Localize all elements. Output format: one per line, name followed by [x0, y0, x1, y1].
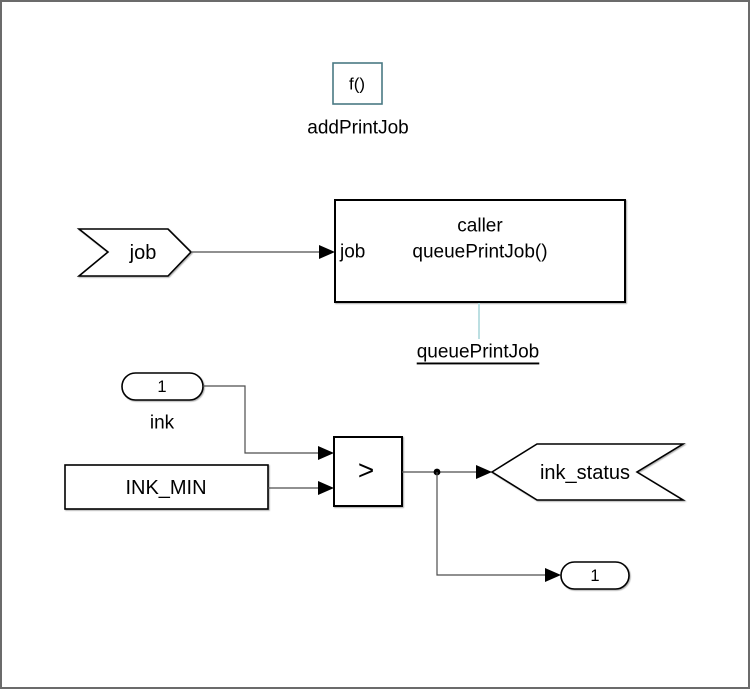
- outport-terminator-group: 1: [560, 561, 630, 590]
- function-icon-label: f(): [349, 75, 365, 94]
- arrowhead-icon: [476, 465, 492, 479]
- arrowhead-icon: [318, 481, 334, 495]
- output-port-ink-status[interactable]: [490, 443, 686, 501]
- relational-operator-group: >: [333, 436, 403, 507]
- function-element-group: f() addPrintJob: [307, 62, 409, 139]
- output-port-ink-status-label: ink_status: [540, 462, 630, 484]
- function-element-block[interactable]: [332, 62, 383, 105]
- queue-print-job-link[interactable]: queuePrintJob: [417, 342, 540, 363]
- outport-terminator-value: 1: [590, 567, 599, 585]
- inport-ink-name-label: ink: [150, 413, 175, 434]
- input-port-job[interactable]: [76, 228, 193, 277]
- relational-operator-symbol: >: [358, 455, 374, 486]
- output-port-ink-status-group: ink_status: [490, 443, 686, 501]
- input-port-job-label: job: [129, 242, 157, 264]
- constant-ink-min-group: INK_MIN: [64, 464, 269, 510]
- inport-ink-value: 1: [157, 378, 166, 396]
- signal-line-ink[interactable]: [203, 385, 320, 454]
- caller-group: caller queuePrintJob() job queuePrintJob: [334, 199, 626, 363]
- signal-line-branch[interactable]: [436, 472, 546, 576]
- input-port-job-group: job: [76, 228, 193, 277]
- relational-operator-block[interactable]: [333, 436, 403, 507]
- arrowhead-icon: [545, 568, 561, 582]
- outport-terminator-block[interactable]: [560, 561, 630, 590]
- function-name-label: addPrintJob: [307, 118, 408, 139]
- caller-arg-label: job: [339, 242, 365, 263]
- constant-ink-min-block[interactable]: [64, 464, 269, 510]
- caller-block[interactable]: [334, 199, 626, 303]
- constant-ink-min-label: INK_MIN: [125, 477, 206, 499]
- arrowhead-icon: [319, 245, 335, 259]
- caller-prototype-label: queuePrintJob(): [412, 242, 547, 263]
- arrowhead-icon: [318, 446, 334, 460]
- caller-title-label: caller: [457, 216, 503, 237]
- inport-ink-group: 1 ink: [121, 372, 204, 434]
